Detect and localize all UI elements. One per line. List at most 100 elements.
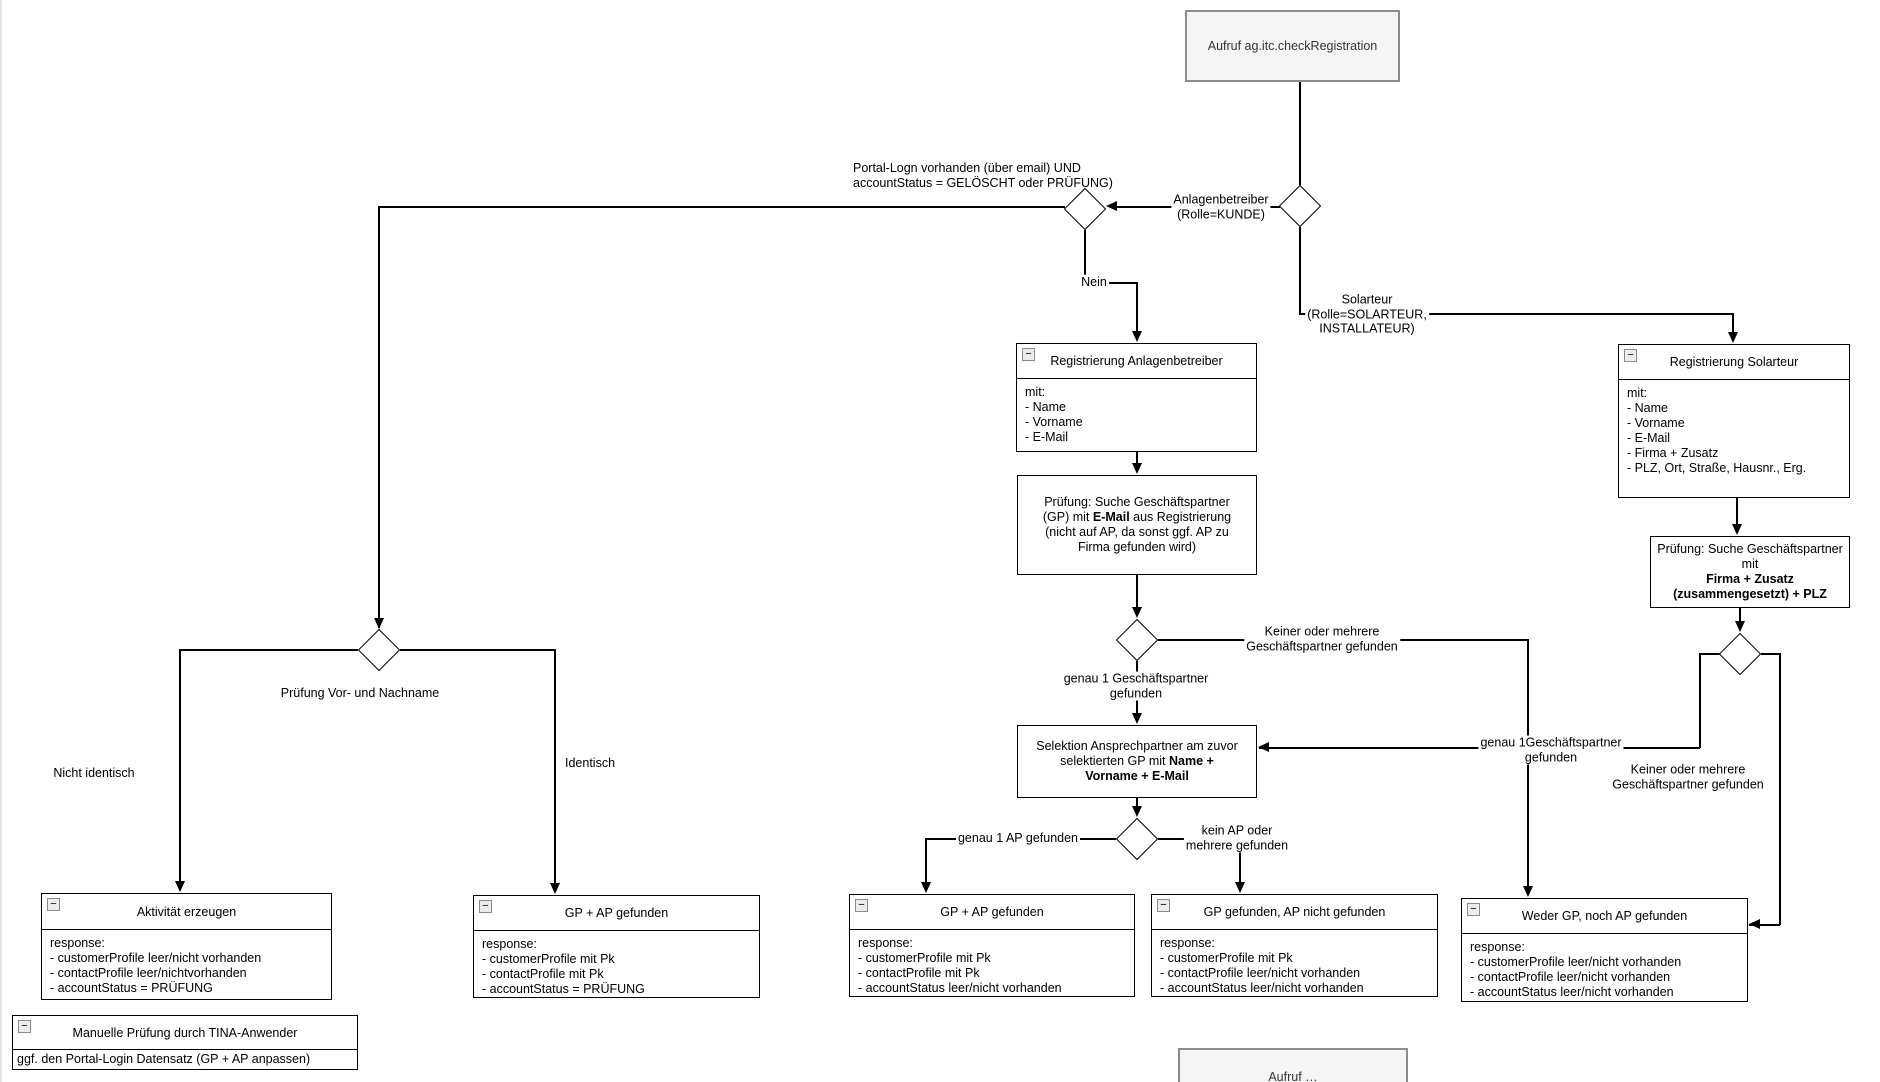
edge-down-to-name-check (378, 206, 380, 628)
edge-genau1-ap-down (925, 838, 927, 883)
edge-solarteur-h (1299, 313, 1733, 315)
box-title: Weder GP, noch AP gefunden (1462, 899, 1747, 934)
arrowhead-into-pruef-firma (1732, 524, 1742, 535)
edge-solarteur-v2 (1732, 313, 1734, 333)
arrowhead-into-weder-top (1523, 886, 1533, 897)
edge-reg-sol-to-pruef-firma (1736, 498, 1738, 525)
box-title: GP + AP gefunden (850, 895, 1134, 930)
edge-label-anlagenbetreiber: Anlagenbetreiber(Rolle=KUNDE) (1171, 192, 1271, 222)
edge-aufruf-to-role-diamond (1299, 82, 1301, 185)
edge-label-solarteur: Solarteur(Rolle=SOLARTEUR,INSTALLATEUR) (1305, 292, 1429, 336)
decision-name-check-diamond[interactable] (357, 628, 401, 672)
box-body: mit:- Name- Vorname- E-Mail (1025, 385, 1083, 444)
arrowhead-into-selektion-top (1132, 713, 1142, 724)
arrowhead-into-weder-right (1749, 919, 1760, 929)
box-registrierung-anlagenbetreiber[interactable]: − Registrierung Anlagenbetreiber mit:- N… (1016, 343, 1257, 452)
collapse-minus-icon[interactable]: − (47, 898, 60, 911)
arrowhead-into-ap-diamond (1132, 806, 1142, 817)
arrowhead-into-gp-ap-1 (550, 883, 560, 894)
canvas-edge (0, 0, 2, 1082)
edge-label-nein: Nein (1079, 274, 1109, 290)
collapse-minus-icon[interactable]: − (855, 899, 868, 912)
start-box-bottom-clipped[interactable]: Aufruf … (1178, 1048, 1408, 1082)
collapse-minus-icon[interactable]: − (1022, 348, 1035, 361)
edge-nicht-identisch-down (179, 649, 181, 882)
collapse-minus-icon[interactable]: − (1624, 349, 1637, 362)
collapse-minus-icon[interactable]: − (1157, 899, 1170, 912)
decision-role-diamond[interactable] (1278, 184, 1322, 228)
edge-identisch-down (554, 649, 556, 884)
start-box-label: Aufruf ag.itc.checkRegistration (1207, 39, 1378, 53)
box-gp-ohne-ap[interactable]: − GP gefunden, AP nicht gefunden respons… (1151, 894, 1438, 997)
box-body: response:- customerProfile mit Pk- conta… (482, 937, 645, 996)
box-body: response:- customerProfile leer/nicht vo… (1470, 940, 1682, 999)
start-box-check-registration[interactable]: Aufruf ag.itc.checkRegistration (1185, 10, 1400, 82)
box-body: response:- customerProfile leer/nicht vo… (50, 936, 262, 995)
arrowhead-into-portal-diamond (1106, 201, 1117, 211)
box-title: Registrierung Anlagenbetreiber (1017, 344, 1256, 379)
arrowhead-into-name-check-diamond (374, 618, 384, 629)
collapse-minus-icon[interactable]: − (18, 1020, 31, 1033)
edge-solarteur-v1 (1299, 227, 1301, 314)
box-gp-ap-gefunden-2[interactable]: − GP + AP gefunden response:- customerPr… (849, 894, 1135, 997)
box-gp-ap-gefunden-1[interactable]: − GP + AP gefunden response:- customerPr… (473, 895, 760, 998)
edge-portal-diamond-left (379, 206, 1065, 208)
box-title: Registrierung Solarteur (1619, 345, 1849, 380)
edge-nein-h (1084, 282, 1137, 284)
box-body: mit:- Name- Vorname- E-Mail- Firma + Zus… (1627, 386, 1807, 475)
edge-firma-diamond-left-stub (1700, 653, 1720, 655)
box-title: GP gefunden, AP nicht gefunden (1152, 895, 1437, 930)
arrowhead-into-reg-anlagenbetreiber (1132, 331, 1142, 342)
collapse-minus-icon[interactable]: − (1467, 903, 1480, 916)
box-registrierung-solarteur[interactable]: − Registrierung Solarteur mit:- Name- Vo… (1618, 344, 1850, 498)
decision-gp-firma-diamond[interactable] (1718, 632, 1762, 676)
arrowhead-into-gp-ohne-ap (1235, 882, 1245, 893)
box-aktivitaet-erzeugen[interactable]: − Aktivität erzeugen response:- customer… (41, 893, 332, 1000)
box-weder-gp-noch-ap[interactable]: − Weder GP, noch AP gefunden response:- … (1461, 898, 1748, 1002)
arrowhead-into-gp-ap-2 (921, 882, 931, 893)
decision-portal-login-diamond[interactable] (1063, 187, 1107, 231)
arrowhead-into-aktivitaet (175, 881, 185, 892)
box-body: response:- customerProfile mit Pk- conta… (1160, 936, 1364, 995)
box-manuelle-pruefung[interactable]: − Manuelle Prüfung durch TINA-Anwender g… (12, 1015, 358, 1070)
decision-ap-diamond[interactable] (1115, 817, 1159, 861)
box-pruefung-email[interactable]: Prüfung: Suche Geschäftspartner(GP) mit … (1017, 475, 1257, 575)
edge-portal-diamond-nein-v (1084, 230, 1086, 283)
decision-gp-email-diamond[interactable] (1115, 618, 1159, 662)
edge-label-identisch: Identisch (562, 755, 618, 771)
edge-into-weder-right-h (1749, 924, 1780, 926)
edge-pruef-firma-to-diamond (1739, 608, 1741, 622)
edge-identisch-h (400, 649, 555, 651)
start-box-bottom-label: Aufruf … (1268, 1070, 1318, 1082)
collapse-minus-icon[interactable]: − (479, 900, 492, 913)
arrowhead-into-selektion-right (1258, 742, 1269, 752)
edge-pruef-email-to-diamond (1136, 575, 1138, 608)
edge-firma-right-down (1779, 653, 1781, 925)
edge-kein-ap-down (1239, 838, 1241, 883)
arrowhead-into-gp-diamond (1132, 607, 1142, 618)
edge-reg-ab-to-pruef-email (1136, 452, 1138, 464)
arrowhead-into-firma-diamond (1735, 621, 1745, 632)
edge-selektion-to-ap-diamond (1136, 798, 1138, 807)
edge-label-nicht-identisch: Nicht identisch (51, 765, 137, 781)
edge-nein-down (1136, 282, 1138, 331)
edge-label-pruefung-name: Prüfung Vor- und Nachname (278, 685, 442, 701)
edge-label-genau1-ap: genau 1 AP gefunden (955, 830, 1081, 846)
arrowhead-into-reg-solarteur (1728, 332, 1738, 343)
edge-nicht-identisch-h (180, 649, 358, 651)
box-title: Manuelle Prüfung durch TINA-Anwender (13, 1016, 357, 1050)
arrowhead-into-pruef-email (1132, 463, 1142, 474)
box-body: ggf. den Portal-Login Datensatz (GP + AP… (17, 1052, 311, 1066)
box-title: Aktivität erzeugen (42, 894, 331, 930)
box-title: GP + AP gefunden (474, 896, 759, 931)
